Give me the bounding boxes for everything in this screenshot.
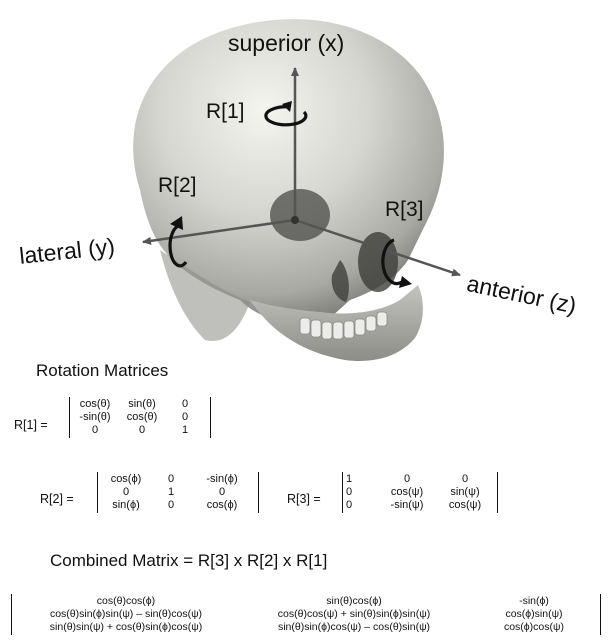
matrix-cell: 0: [346, 499, 378, 512]
matrix-cell: -sin(ϕ): [191, 473, 253, 486]
matrix-r3: 1 0 0 0 cos(ψ) sin(ψ) 0 -sin(ψ) cos(ψ): [342, 472, 498, 513]
matrix-cell: sin(θ)sin(ϕ)cos(ψ) – cos(θ)sin(ψ): [238, 621, 470, 634]
matrix-cell: cos(ϕ)cos(ψ): [470, 621, 598, 634]
rotation-label-r2: R[2]: [158, 174, 197, 198]
matrix-cell: 0: [346, 486, 378, 499]
matrix-cell: 1: [151, 486, 191, 499]
matrix-cell: cos(ψ): [378, 486, 436, 499]
matrix-r2-label: R[2] =: [40, 492, 74, 506]
matrix-cell: 0: [436, 473, 494, 486]
matrix-cell: cos(θ)sin(ϕ)sin(ψ) – sin(θ)cos(ψ): [14, 608, 238, 621]
matrix-cell: 0: [73, 424, 117, 437]
matrix-cell: 0: [151, 473, 191, 486]
rotation-label-r1: R[1]: [206, 100, 245, 124]
combined-matrix: cos(θ)cos(ϕ) sin(θ)cos(ϕ) -sin(ϕ) cos(θ)…: [11, 594, 601, 635]
matrix-cell: cos(θ): [117, 411, 167, 424]
matrix-cell: cos(θ)cos(ϕ): [14, 595, 238, 608]
matrix-cell: -sin(ψ): [378, 499, 436, 512]
matrix-cell: cos(θ): [73, 398, 117, 411]
matrix-cell: sin(θ)cos(ϕ): [238, 595, 470, 608]
matrix-cell: sin(ϕ): [101, 499, 151, 512]
matrix-cell: -sin(ϕ): [470, 595, 598, 608]
matrix-cell: 0: [378, 473, 436, 486]
matrix-cell: 0: [191, 486, 253, 499]
matrix-cell: sin(θ)sin(ψ) + cos(θ)sin(ϕ)cos(ψ): [14, 621, 238, 634]
matrix-cell: cos(ϕ)sin(ψ): [470, 608, 598, 621]
matrix-cell: 0: [101, 486, 151, 499]
matrix-r2: cos(ϕ) 0 -sin(ϕ) 0 1 0 sin(ϕ) 0 cos(ϕ): [97, 472, 259, 513]
matrix-r3-label: R[3] =: [287, 492, 321, 506]
matrix-cell: 0: [151, 499, 191, 512]
matrix-cell: cos(ψ): [436, 499, 494, 512]
matrix-r1-label: R[1] =: [14, 418, 48, 432]
matrix-cell: 1: [346, 473, 378, 486]
combined-matrix-title: Combined Matrix = R[3] x R[2] x R[1]: [50, 551, 327, 571]
superior-axis-label: superior (x): [228, 30, 344, 57]
matrix-cell: 0: [167, 411, 203, 424]
axis-origin: [291, 216, 299, 224]
matrix-cell: sin(ψ): [436, 486, 494, 499]
matrix-cell: cos(ϕ): [191, 499, 253, 512]
matrix-cell: 0: [167, 398, 203, 411]
rotation-label-r3: R[3]: [385, 198, 424, 222]
skull-diagram: [0, 0, 611, 400]
section-title: Rotation Matrices: [36, 361, 168, 381]
matrix-cell: 1: [167, 424, 203, 437]
matrix-r1: cos(θ) sin(θ) 0 -sin(θ) cos(θ) 0 0 0 1: [69, 397, 211, 438]
matrix-cell: -sin(θ): [73, 411, 117, 424]
matrix-cell: cos(ϕ): [101, 473, 151, 486]
matrix-cell: sin(θ): [117, 398, 167, 411]
matrix-cell: 0: [117, 424, 167, 437]
left-orbit: [270, 189, 330, 241]
matrix-cell: cos(θ)cos(ψ) + sin(θ)sin(ϕ)sin(ψ): [238, 608, 470, 621]
